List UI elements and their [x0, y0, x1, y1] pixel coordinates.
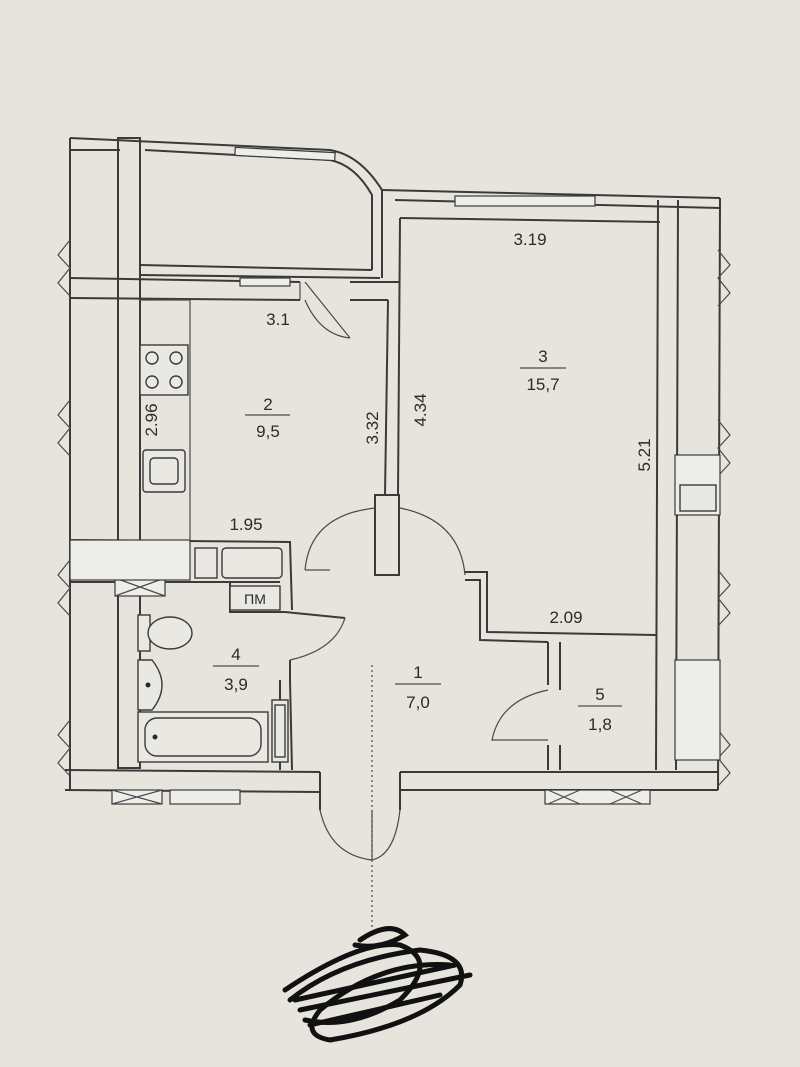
toilet-icon [137, 614, 193, 652]
dimension-living-width: 3.19 [513, 230, 546, 249]
room-2-area: 9,5 [256, 422, 280, 441]
room-1-area: 7,0 [406, 693, 430, 712]
stove-icon [139, 344, 189, 396]
room-4-number: 4 [231, 645, 240, 664]
room-5-number: 5 [595, 685, 604, 704]
room-4-area: 3,9 [224, 675, 248, 694]
room-2-number: 2 [263, 395, 272, 414]
doors [289, 281, 549, 930]
dimension-kitchen-depth: 3.32 [363, 411, 382, 444]
dimension-labels: 3.19 3.1 2.96 3.32 4.34 5.21 1.95 2.09 [142, 230, 654, 627]
room-5-area: 1,8 [588, 715, 612, 734]
dimension-kitchen-wall: 2.96 [142, 403, 161, 436]
room-3-area: 15,7 [526, 375, 559, 394]
room-labels: 2 9,5 3 15,7 4 3,9 1 7,0 5 1,8 ПМ [213, 347, 622, 734]
bathtub-icon [137, 711, 269, 763]
service-niche-label: ПМ [244, 591, 266, 607]
washbasin-icon [137, 659, 163, 711]
dimension-kitchen-width: 3.1 [266, 310, 290, 329]
break-lines [57, 239, 731, 787]
scribble-redaction [282, 926, 473, 1043]
fixtures [137, 344, 717, 763]
dimension-living-depth: 5.21 [635, 438, 654, 471]
dimension-bath-width: 1.95 [229, 515, 262, 534]
room-3-number: 3 [538, 347, 547, 366]
windows [69, 146, 721, 805]
dimension-hall-width: 2.09 [549, 608, 582, 627]
dimension-living-inner: 4.34 [411, 393, 430, 426]
room-1-number: 1 [413, 663, 422, 682]
